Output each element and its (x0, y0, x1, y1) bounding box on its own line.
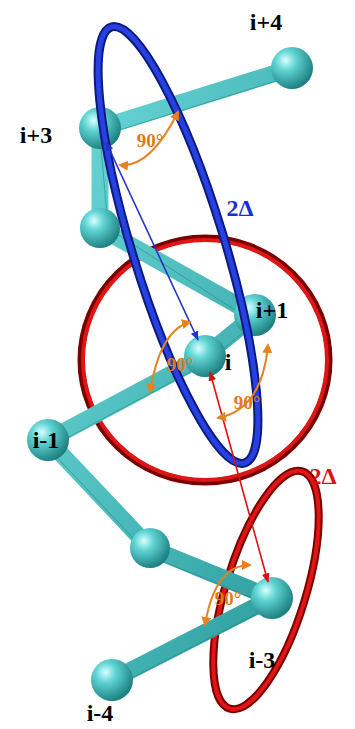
angle-label: 90° (234, 393, 261, 412)
residue-label: i-4 (87, 701, 114, 725)
atom (27, 47, 313, 701)
angle-label: 90° (167, 355, 194, 374)
angle-label: 90° (137, 131, 164, 150)
distance-arrow (106, 142, 198, 340)
red-ring (81, 238, 329, 482)
angle-arc (120, 112, 268, 625)
distance-arrow (210, 372, 268, 582)
residue-label: i-3 (249, 648, 276, 672)
angle-label: 90° (215, 589, 242, 608)
residue-label: i+3 (20, 123, 52, 147)
residue-label: i (225, 350, 232, 374)
red-ring (191, 460, 340, 721)
residue-label: i+4 (250, 10, 282, 34)
residue-label: i-1 (33, 428, 60, 452)
blue-ring (67, 14, 288, 477)
distance-label: 2Δ (226, 196, 253, 220)
residue-label: i+1 (256, 298, 288, 322)
distance-label: 2Δ (309, 464, 336, 488)
